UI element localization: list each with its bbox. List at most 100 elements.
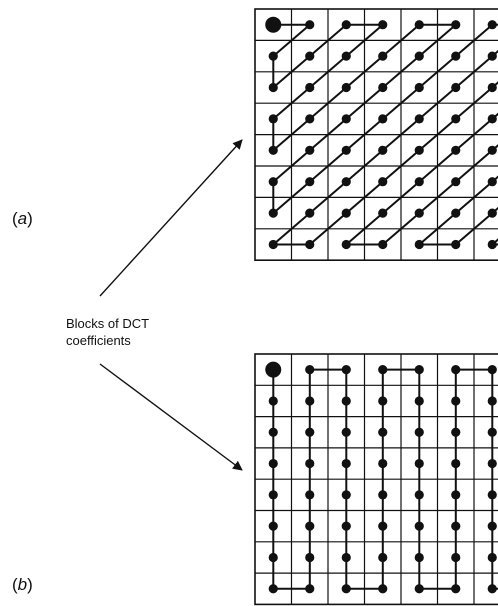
dct-block-zigzag [254,8,498,261]
ac-coefficient-dot [487,177,497,187]
ac-coefficient-dot [414,552,424,563]
ac-coefficient-dot [451,177,461,187]
ac-coefficient-dot [451,208,461,218]
ac-coefficient-dot [487,365,497,375]
ac-coefficient-dot [487,458,497,469]
ac-coefficient-dot [305,82,315,93]
ac-coefficient-dot [268,208,278,218]
ac-coefficient-dot [451,490,461,500]
ac-coefficient-dot [451,396,461,406]
ac-coefficient-dot [487,427,497,437]
ac-coefficient-dot [305,177,315,187]
dct-block-alternate-scan [254,353,498,606]
ac-coefficient-dot [414,458,424,469]
ac-coefficient-dot [378,20,388,30]
ac-coefficient-dot [378,208,388,218]
ac-coefficient-dot [414,490,424,500]
ac-coefficient-dot [451,458,461,469]
dc-coefficient-dot [265,361,282,378]
ac-coefficient-dot [414,396,424,406]
ac-coefficient-dot [378,552,388,563]
ac-coefficient-dot [487,208,497,218]
coefficient-dots-b [265,361,497,594]
ac-coefficient-dot [341,208,351,218]
ac-coefficient-dot [268,82,278,93]
ac-coefficient-dot [487,239,497,250]
ac-coefficient-dot [305,208,315,218]
ac-coefficient-dot [414,114,424,124]
ac-coefficient-dot [487,51,497,61]
ac-coefficient-dot [305,239,315,250]
ac-coefficient-dot [487,490,497,500]
ac-coefficient-dot [341,427,351,437]
ac-coefficient-dot [268,552,278,563]
ac-coefficient-dot [451,114,461,124]
ac-coefficient-dot [451,521,461,531]
ac-coefficient-dot [341,396,351,406]
ac-coefficient-dot [378,584,388,594]
ac-coefficient-dot [268,521,278,531]
ac-coefficient-dot [268,177,278,187]
ac-coefficient-dot [414,177,424,187]
scan-path-line [272,23,498,246]
ac-coefficient-dot [268,458,278,469]
ac-coefficient-dot [341,177,351,187]
ac-coefficient-dot [487,396,497,406]
ac-coefficient-dot [268,51,278,61]
ac-coefficient-dot [414,208,424,218]
ac-coefficient-dot [414,145,424,155]
ac-coefficient-dot [341,584,351,594]
ac-coefficient-dot [341,82,351,93]
ac-coefficient-dot [487,114,497,124]
ac-coefficient-dot [305,365,315,375]
ac-coefficient-dot [414,584,424,594]
ac-coefficient-dot [487,82,497,93]
ac-coefficient-dot [305,114,315,124]
coefficient-dots-a [265,16,497,250]
ac-coefficient-dot [341,552,351,563]
ac-coefficient-dot [378,145,388,155]
ac-coefficient-dot [487,521,497,531]
ac-coefficient-dot [341,114,351,124]
ac-coefficient-dot [305,584,315,594]
ac-coefficient-dot [305,427,315,437]
ac-coefficient-dot [451,145,461,155]
ac-coefficient-dot [268,427,278,437]
ac-coefficient-dot [268,145,278,155]
ac-coefficient-dot [414,20,424,30]
alternate-scan-path [272,368,498,590]
ac-coefficient-dot [414,365,424,375]
ac-coefficient-dot [414,521,424,531]
ac-coefficient-dot [378,114,388,124]
ac-coefficient-dot [378,427,388,437]
ac-coefficient-dot [451,239,461,250]
ac-coefficient-dot [268,239,278,250]
zigzag-scan-path [272,23,498,246]
ac-coefficient-dot [451,51,461,61]
scan-path-line [272,368,498,590]
ac-coefficient-dot [378,239,388,250]
ac-coefficient-dot [268,490,278,500]
ac-coefficient-dot [305,521,315,531]
ac-coefficient-dot [487,145,497,155]
ac-coefficient-dot [341,20,351,30]
ac-coefficient-dot [305,458,315,469]
ac-coefficient-dot [487,552,497,563]
ac-coefficient-dot [378,177,388,187]
ac-coefficient-dot [378,458,388,469]
ac-coefficient-dot [378,365,388,375]
ac-coefficient-dot [341,239,351,250]
ac-coefficient-dot [451,20,461,30]
caption-line-1: Blocks of DCT [66,316,150,331]
ac-coefficient-dot [305,145,315,155]
ac-coefficient-dot [414,239,424,250]
ac-coefficient-dot [487,20,497,30]
ac-coefficient-dot [451,552,461,563]
pointer-arrow-to-block-b [99,363,243,471]
ac-coefficient-dot [378,51,388,61]
ac-coefficient-dot [414,427,424,437]
pointer-arrow-to-block-a [99,139,243,297]
coefficient-grid-b [254,353,498,606]
ac-coefficient-dot [305,552,315,563]
